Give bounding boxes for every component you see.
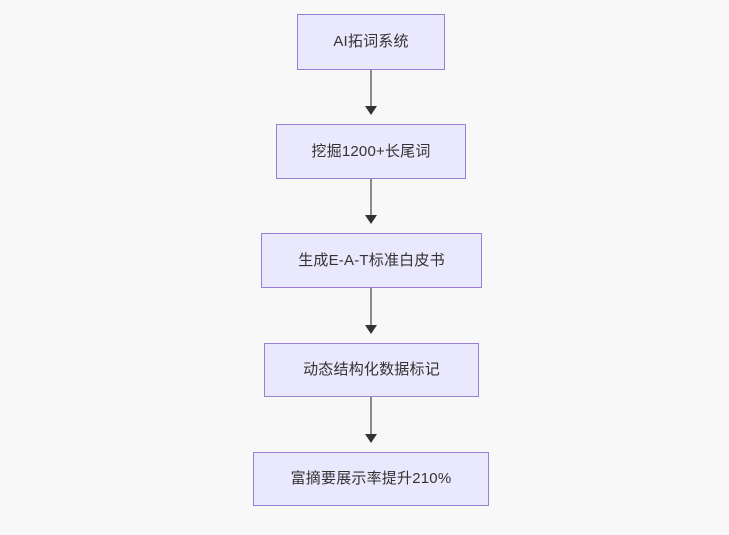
connector-line-1 (370, 70, 372, 107)
arrowhead-icon-2 (365, 215, 377, 224)
connector-line-4 (370, 397, 372, 435)
flow-node-label: 富摘要展示率提升210% (290, 470, 452, 487)
arrowhead-icon-3 (365, 325, 377, 334)
flow-node-ai-keyword-system[interactable]: AI拓词系统 (297, 14, 445, 70)
arrowhead-icon-1 (365, 106, 377, 115)
flow-node-label: 挖掘1200+长尾词 (311, 142, 431, 160)
flow-node-generate-eat-whitepaper[interactable]: 生成E-A-T标准白皮书 (261, 233, 482, 288)
flow-node-label: 生成E-A-T标准白皮书 (298, 251, 445, 269)
arrowhead-icon-4 (365, 434, 377, 443)
connector-line-3 (370, 288, 372, 326)
flow-node-rich-snippet-rate-increase[interactable]: 富摘要展示率提升210% (253, 452, 489, 506)
connector-line-2 (370, 179, 372, 216)
flow-node-dynamic-structured-data-markup[interactable]: 动态结构化数据标记 (264, 343, 479, 397)
flow-node-mine-longtail-keywords[interactable]: 挖掘1200+长尾词 (276, 124, 466, 179)
flow-node-label: 动态结构化数据标记 (303, 361, 440, 378)
flow-node-label: AI拓词系统 (333, 33, 409, 50)
